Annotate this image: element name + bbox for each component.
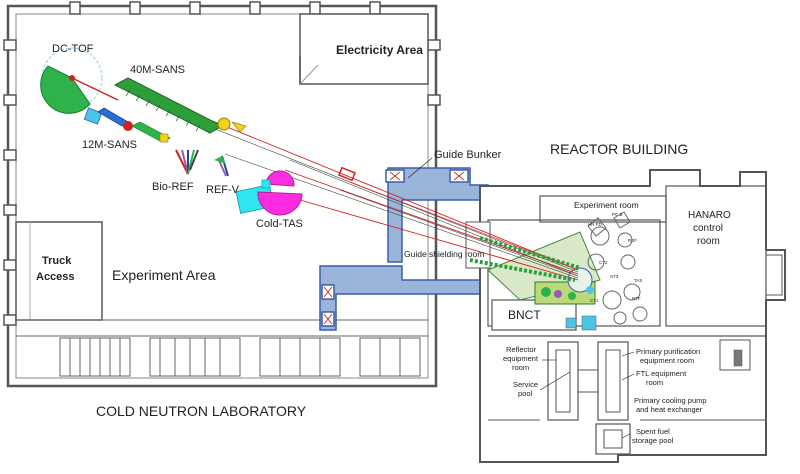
reflector-room-label-line3: room [512, 363, 529, 372]
ftl-room-label-line2: room [646, 378, 663, 387]
bio-ref-instrument [175, 149, 199, 175]
guide-bunker-label: Guide Bunker [434, 149, 502, 161]
experiment-room-label: Experiment room [574, 200, 639, 210]
hanaro-control-room-label-line2: control [693, 223, 723, 234]
primary-purification-label-line1: Primary purification [636, 347, 700, 356]
dc-tof-label: DC-TOF [52, 43, 94, 55]
svg-text:PC B: PC B [612, 212, 623, 217]
spent-fuel-label-line2: storage pool [632, 436, 674, 445]
cold-tas-instrument [235, 170, 303, 216]
experiment-area-label: Experiment Area [112, 267, 216, 283]
room-pointer-lines [539, 351, 635, 439]
service-pool-label-line1: Service [513, 380, 538, 389]
hanaro-control-room-label-line1: HANARO [688, 210, 731, 221]
ftl-room-label-line1: FTL equipment [636, 369, 687, 378]
sans-40m-label: 40M-SANS [130, 64, 185, 76]
bio-ref-label: Bio-REF [152, 181, 194, 193]
cold-neutron-laboratory-label: COLD NEUTRON LABORATORY [96, 403, 307, 419]
cold-tas-label: Cold-TAS [256, 218, 303, 230]
sans-40m-instrument [113, 77, 356, 182]
lower-service-corridor [16, 319, 428, 377]
guide-shielding-room-label: Guide shielding room [404, 249, 484, 259]
cold-neutron-laboratory-building [3, 1, 441, 388]
svg-text:ST3: ST3 [610, 274, 619, 279]
truck-access-bay [15, 221, 103, 321]
svg-text:CT1: CT1 [590, 298, 599, 303]
svg-text:REF: REF [628, 238, 637, 243]
cooling-pump-label-line2: and heat exchanger [636, 405, 703, 414]
reactor-building-label: REACTOR BUILDING [550, 141, 688, 157]
svg-text:RTF: RTF [632, 296, 641, 301]
spent-fuel-label-line1: Spent fuel [636, 427, 670, 436]
hanaro-control-room-label-line3: room [697, 236, 720, 247]
ref-v-label: REF-V [206, 184, 240, 196]
dc-tof-instrument [40, 47, 119, 114]
electricity-area-room [299, 13, 429, 85]
bnct-label: BNCT [508, 308, 541, 322]
electricity-area-label: Electricity Area [336, 43, 423, 57]
guide-bunker-markers [323, 171, 465, 325]
truck-access-label-line1: Truck [42, 255, 72, 267]
svg-text:TAS: TAS [634, 278, 642, 283]
leader-lines [407, 157, 433, 179]
sans-12m-instrument [83, 107, 171, 143]
service-pool-label-line2: pool [518, 389, 533, 398]
svg-text:CT2: CT2 [599, 260, 608, 265]
reflector-room-label-line1: Reflector [506, 345, 537, 354]
svg-text:HR FD: HR FD [588, 222, 602, 227]
ref-v-instrument [214, 155, 229, 177]
truck-access-label-line2: Access [36, 271, 75, 283]
primary-purification-label-line2: equipment room [640, 356, 694, 365]
reflector-room-label-line2: equipment [503, 354, 539, 363]
cooling-pump-label-line1: Primary cooling pump [634, 396, 707, 405]
sans-12m-label: 12M-SANS [82, 139, 137, 151]
neutron-guides [204, 119, 581, 282]
